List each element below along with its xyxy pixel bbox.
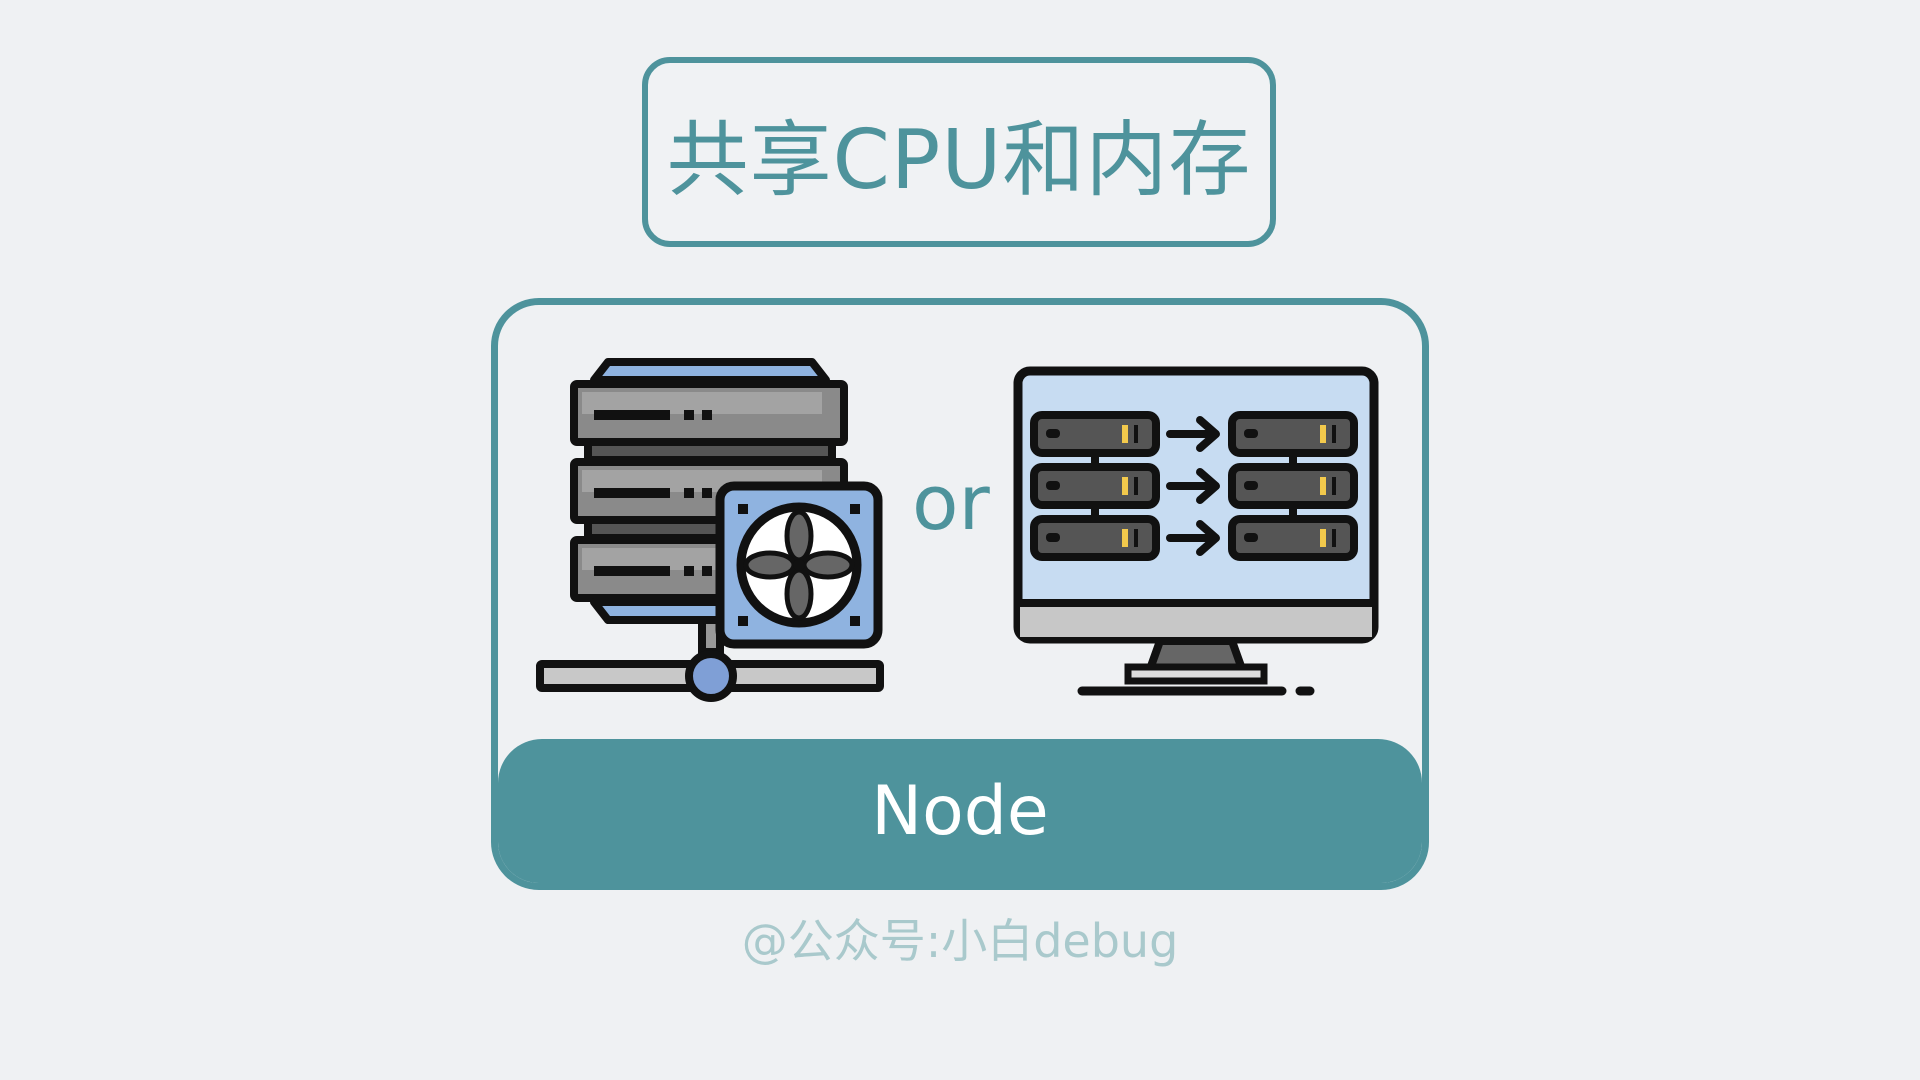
node-footer: Node <box>498 739 1422 883</box>
server-rack-fan-icon <box>536 358 884 702</box>
diagram-title: 共享CPU和内存 <box>666 112 1252 208</box>
watermark: @公众号:小白debug <box>741 914 1179 968</box>
or-connector: or <box>912 458 990 547</box>
node-label: Node <box>871 771 1049 851</box>
monitor-servers-icon <box>1013 366 1379 696</box>
title-box: 共享CPU和内存 <box>642 57 1276 247</box>
